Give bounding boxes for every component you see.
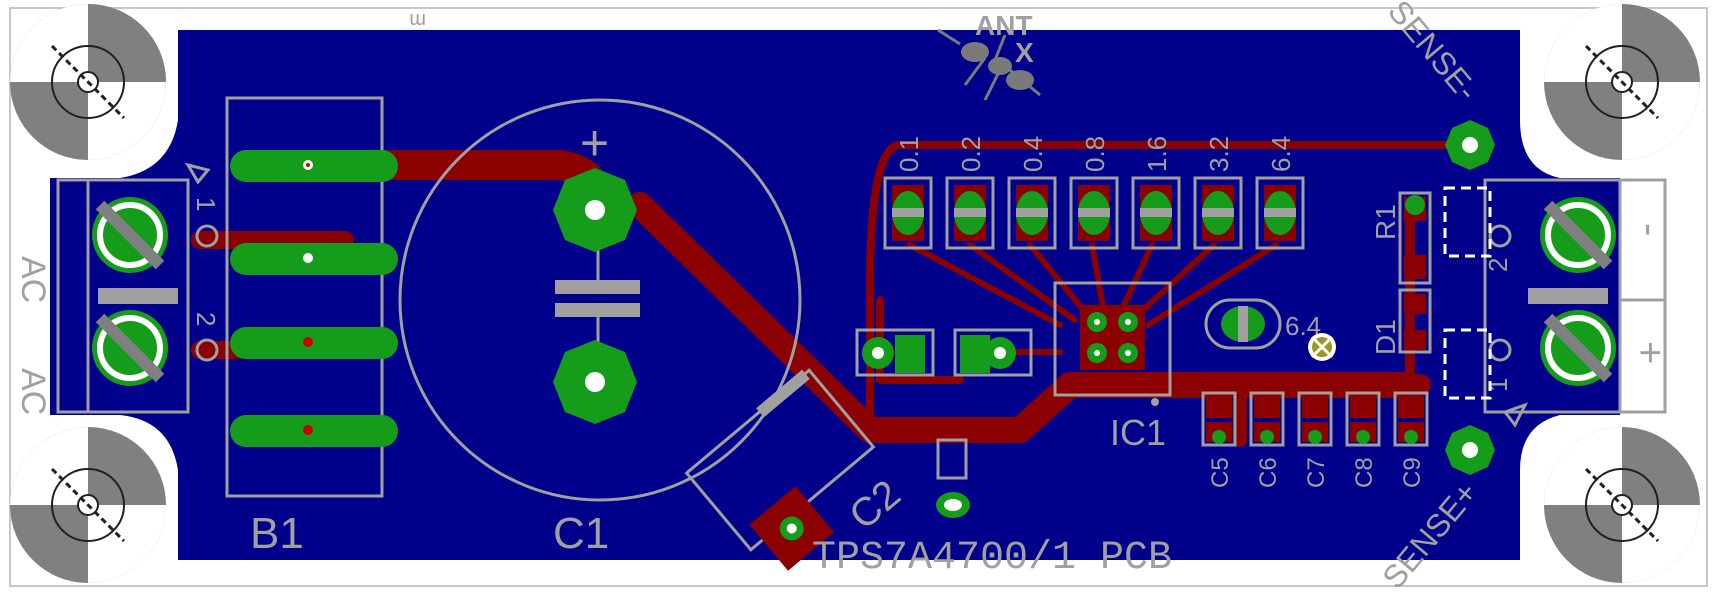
top-mark: m (409, 9, 426, 31)
output-pin-1: 1 (1483, 378, 1513, 392)
jumper-0-4 (1007, 176, 1057, 250)
label-c1: C1 (553, 509, 609, 558)
mounting-hole-bottom-right (1544, 427, 1700, 583)
diode-d1 (1398, 288, 1432, 354)
label-c6: C6 (1255, 457, 1282, 488)
label-d1: D1 (1370, 319, 1401, 355)
output-terminal-block (1483, 178, 1667, 428)
mounting-hole-bottom-left (10, 427, 166, 583)
ant-logo-icon (937, 28, 1041, 101)
board-outline (9, 7, 1708, 587)
jumper-3-2 (1193, 176, 1243, 250)
voltage-label-0-8: 0.8 (1080, 136, 1110, 172)
label-ic1: IC1 (1110, 412, 1166, 453)
voltage-label-0-4: 0.4 (1018, 136, 1048, 172)
ac-label-bottom: AC (14, 368, 52, 415)
input-pin-1: 1 (191, 197, 221, 211)
label-b1: B1 (250, 509, 304, 558)
voltage-label-6-4: 6.4 (1266, 136, 1296, 172)
voltage-label-1-6: 1.6 (1142, 136, 1172, 172)
ac-label-top: AC (14, 256, 52, 303)
output-plus-label: + (1628, 341, 1672, 364)
label-c8: C8 (1351, 457, 1378, 488)
output-header-pads (1443, 186, 1492, 400)
output-capacitors (1201, 391, 1429, 447)
bridge-rectifier-b1 (225, 96, 398, 498)
label-c9: C9 (1399, 457, 1426, 488)
voltage-label-0-1: 0.1 (894, 136, 924, 172)
test-point (936, 438, 970, 518)
output-pin-2: 2 (1483, 258, 1513, 272)
c1-polarity-plus: + (580, 115, 609, 171)
jumper-0-2 (945, 176, 995, 250)
board-title: TPS7A4700/1 PCB (812, 536, 1172, 581)
label-c7: C7 (1303, 457, 1330, 488)
capacitor-c7 (1297, 391, 1333, 447)
capacitor-c5 (1201, 391, 1237, 447)
regulator-ic1 (1053, 281, 1172, 406)
voltage-label-0-2: 0.2 (956, 136, 986, 172)
capacitor-c8 (1345, 391, 1381, 447)
sense-minus-pad (1445, 120, 1495, 170)
output-minus-label: - (1628, 223, 1672, 236)
logo-text-line2: X (1015, 37, 1034, 68)
label-c5: C5 (1207, 457, 1234, 488)
sense-plus-pad (1445, 425, 1495, 475)
jumper-6-4 (1255, 176, 1305, 250)
mounting-hole-top-left (10, 4, 166, 160)
voltage-label-3-2: 3.2 (1204, 136, 1234, 172)
logo-text-line1: ANT (975, 10, 1033, 41)
capacitor-c1 (398, 98, 802, 502)
label-r1: R1 (1370, 204, 1401, 240)
input-pad-pair (855, 328, 1033, 377)
capacitor-c9 (1393, 391, 1429, 447)
input-terminal-block (56, 162, 219, 414)
mounting-hole-top-right (1544, 4, 1700, 160)
voltage-select-jumpers (883, 176, 1305, 250)
resistor-r1 (1398, 191, 1432, 285)
jumper-0-8 (1069, 176, 1119, 250)
jumper-1-6 (1131, 176, 1181, 250)
jumper-6-4-solder (1204, 298, 1282, 350)
capacitor-c6 (1249, 391, 1285, 447)
input-pin-2: 2 (191, 312, 221, 326)
capacitor-c2 (684, 368, 876, 571)
jumper-0-1 (883, 176, 933, 250)
via-marker (1308, 333, 1336, 361)
